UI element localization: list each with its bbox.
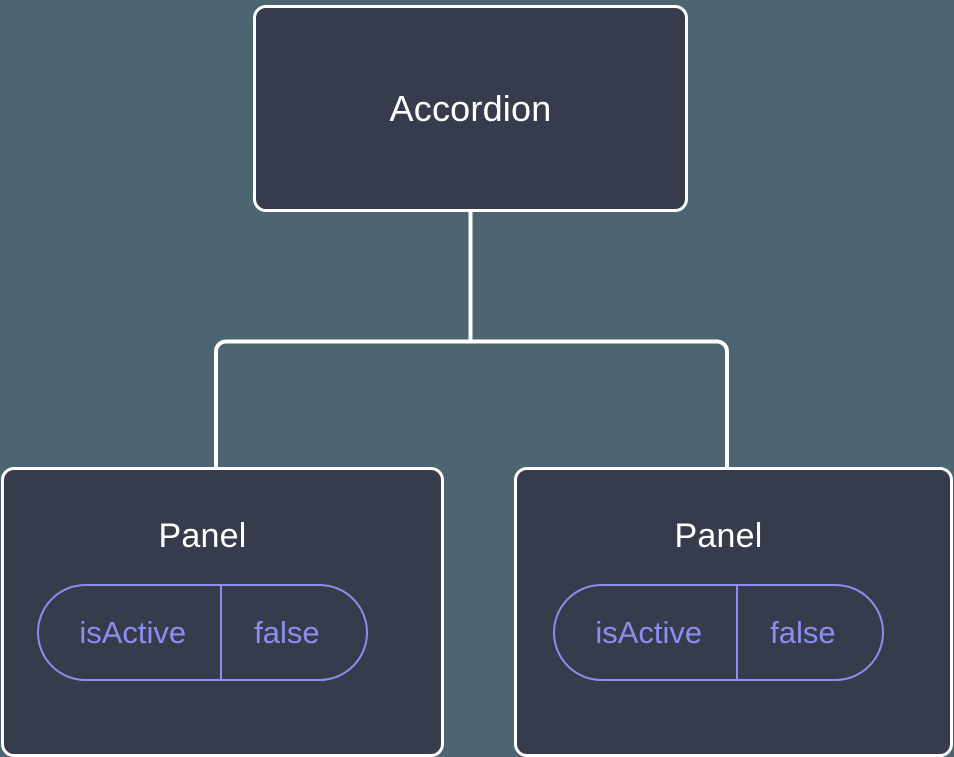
tree-node-label: Accordion <box>389 87 552 129</box>
prop-value: false <box>254 615 320 650</box>
prop-divider <box>220 586 223 679</box>
edge-root-to-panel-1 <box>214 339 471 470</box>
tree-node-panel-1[interactable]: Panel isActive false <box>1 467 444 757</box>
prop-divider <box>736 586 739 679</box>
component-tree-diagram: Accordion Panel isActive false Panel isA… <box>1 5 953 757</box>
tree-node-label: Panel <box>158 517 247 555</box>
tree-node-panel-2[interactable]: Panel isActive false <box>514 467 953 757</box>
prop-badge-isactive[interactable]: isActive false <box>553 584 884 681</box>
prop-key: isActive <box>595 615 703 650</box>
tree-node-body: Panel isActive false <box>37 516 368 681</box>
tree-node-label: Panel <box>674 517 763 555</box>
edge-root-to-panel-2 <box>470 339 729 470</box>
prop-badge-isactive[interactable]: isActive false <box>37 584 368 681</box>
prop-value: false <box>770 615 836 650</box>
prop-key: isActive <box>79 615 187 650</box>
tree-node-body: Panel isActive false <box>553 516 884 681</box>
tree-node-accordion[interactable]: Accordion <box>253 5 688 212</box>
